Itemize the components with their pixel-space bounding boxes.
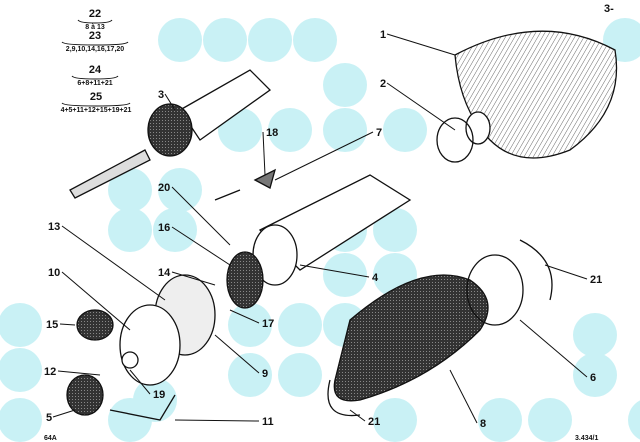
callout-19: 19 — [153, 389, 165, 401]
callout-3: 3 — [158, 89, 164, 101]
legend-22-number: 22 — [89, 8, 101, 20]
leader-line — [349, 409, 366, 422]
highlight-circle — [108, 208, 152, 252]
callout-21: 21 — [368, 416, 380, 428]
leader-line — [386, 33, 456, 56]
callout-14: 14 — [158, 267, 171, 279]
legend-25-number: 25 — [90, 91, 102, 103]
highlight-circle — [373, 398, 417, 442]
legend-23-parts: 2,9,10,14,16,17,20 — [66, 46, 124, 53]
callout-13: 13 — [48, 221, 60, 233]
leader-line — [449, 369, 478, 424]
callout-17: 17 — [262, 318, 274, 330]
highlight-circle — [628, 400, 640, 440]
page-ref: 3- — [604, 3, 614, 15]
highlight-circle — [153, 208, 197, 252]
legend-24-parts: 6+8+11+21 — [77, 80, 112, 87]
leader-line — [61, 225, 166, 301]
leader-line — [59, 323, 76, 326]
cylinder-middle — [119, 174, 412, 386]
highlight-circle — [0, 348, 42, 392]
highlight-circle — [108, 168, 152, 212]
leader-line — [61, 271, 131, 331]
callout-21: 21 — [590, 274, 602, 286]
leader-line — [229, 309, 260, 324]
callout-10: 10 — [48, 267, 60, 279]
callout-5: 5 — [46, 412, 52, 424]
small-parts — [66, 168, 277, 421]
leader-line — [171, 271, 216, 286]
leader-line — [164, 93, 176, 111]
highlight-circle — [278, 303, 322, 347]
highlight-circle — [573, 353, 617, 397]
leader-line — [52, 409, 76, 418]
leader-line — [274, 131, 374, 181]
figure-code: 64A — [44, 435, 57, 442]
callout-2: 2 — [380, 78, 386, 90]
callout-8: 8 — [480, 418, 486, 430]
highlight-circle — [573, 313, 617, 357]
legend-24-number: 24 — [89, 64, 102, 76]
cylinder-top — [69, 69, 272, 199]
callout-12: 12 — [44, 366, 56, 378]
highlight-circle — [278, 353, 322, 397]
highlight-circle — [323, 108, 367, 152]
highlight-circle — [203, 18, 247, 62]
highlight-circle — [268, 108, 312, 152]
highlight-circle — [0, 303, 42, 347]
legend-23-number: 23 — [89, 30, 101, 42]
highlight-circle — [323, 253, 367, 297]
sphere-part — [436, 30, 618, 163]
callout-4: 4 — [372, 272, 379, 284]
callout-20: 20 — [158, 182, 170, 194]
highlight-circle — [228, 353, 272, 397]
callout-6: 6 — [590, 372, 596, 384]
highlight-circle — [373, 208, 417, 252]
leader-line — [171, 186, 231, 246]
highlight-circle — [293, 18, 337, 62]
callout-18: 18 — [266, 127, 278, 139]
leader-line — [262, 131, 266, 176]
leader-line — [57, 370, 101, 376]
highlight-circle — [158, 168, 202, 212]
leader-line — [519, 319, 588, 378]
legend: 22 8 à 13 23 2,9,10,14,16,17,20 24 6+8+1… — [61, 8, 132, 114]
legend-22-parts: 8 à 13 — [85, 24, 105, 31]
callout-16: 16 — [158, 222, 170, 234]
highlight-circle — [248, 18, 292, 62]
leader-line — [214, 334, 260, 374]
callout-11: 11 — [262, 416, 274, 428]
legend-25-parts: 4+5+11+12+15+19+21 — [61, 107, 132, 114]
highlight-circle — [0, 398, 42, 442]
highlight-circle — [528, 398, 572, 442]
highlight-circle — [323, 63, 367, 107]
callout-15: 15 — [46, 319, 58, 331]
highlight-circle — [158, 18, 202, 62]
leader-line — [299, 264, 370, 278]
boot-part — [327, 239, 553, 417]
leader-line — [174, 419, 260, 422]
leader-line — [129, 369, 151, 395]
callout-7: 7 — [376, 127, 382, 139]
leader-line — [386, 82, 456, 131]
leader-line — [171, 226, 231, 266]
drawing-number: 3.434/1 — [575, 435, 598, 442]
highlight-circle — [383, 108, 427, 152]
callout-1: 1 — [380, 29, 386, 41]
highlight-circle — [478, 398, 522, 442]
callout-9: 9 — [262, 368, 268, 380]
leader-line — [544, 264, 588, 280]
